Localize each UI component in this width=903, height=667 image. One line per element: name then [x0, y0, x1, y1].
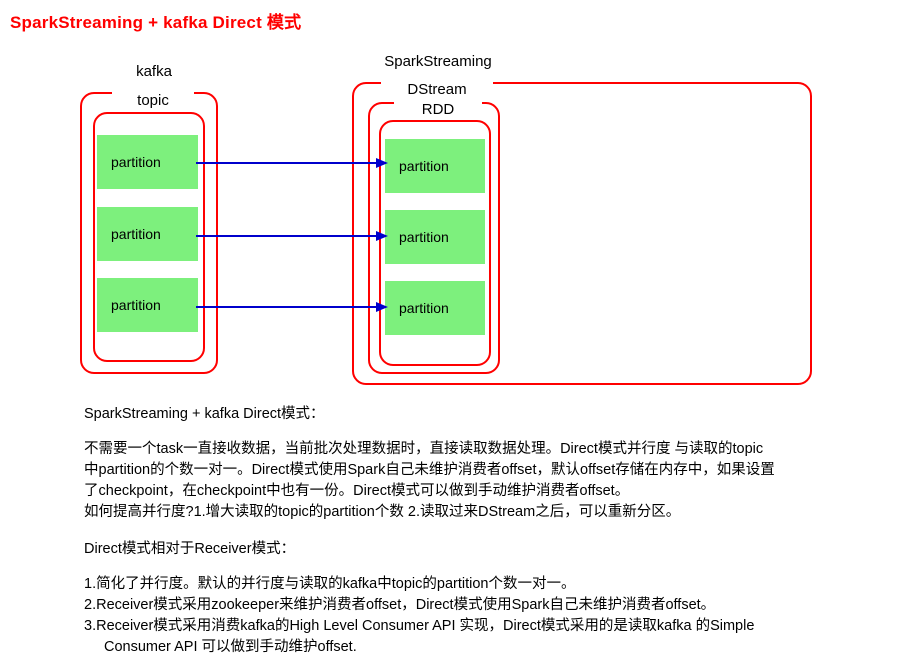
section-1-line-1: 不需要一个task一直接收数据，当前批次处理数据时，直接读取数据处理。Direc…	[84, 441, 764, 457]
page-title: SparkStreaming + kafka Direct 模式	[10, 13, 302, 32]
architecture-diagram: kafka topic partition partition partitio…	[0, 52, 903, 397]
topic-inner-box	[93, 112, 205, 362]
section-2-list: 1.简化了并行度。默认的并行度与读取的kafka中topic的partition…	[84, 574, 884, 658]
sparkstreaming-outer-box	[352, 82, 812, 385]
kafka-partition-2: partition	[97, 207, 198, 261]
kafka-group-label: kafka	[108, 63, 200, 80]
rdd-partition-3: partition	[385, 281, 485, 335]
rdd-partition-2: partition	[385, 210, 485, 264]
list-item-1: 1.简化了并行度。默认的并行度与读取的kafka中topic的partition…	[84, 576, 576, 592]
list-item-3-continuation: Consumer API 可以做到手动维护offset.	[104, 639, 357, 655]
explanation-text: SparkStreaming + kafka Direct模式： 不需要一个ta…	[84, 404, 884, 658]
list-item-2: 2.Receiver模式采用zookeeper来维护消费者offset，Dire…	[84, 597, 716, 613]
kafka-partition-3: partition	[97, 278, 198, 332]
sparkstreaming-group-label: SparkStreaming	[368, 53, 508, 70]
kafka-partition-1: partition	[97, 135, 198, 189]
section-1-line-4: 如何提高并行度?1.增大读取的topic的partition个数 2.读取过来D…	[84, 504, 681, 520]
section-1-paragraph: 不需要一个task一直接收数据，当前批次处理数据时，直接读取数据处理。Direc…	[84, 439, 884, 523]
section-1-line-3: 了checkpoint，在checkpoint中也有一份。Direct模式可以做…	[84, 483, 630, 499]
arrow-right-icon-2	[196, 231, 388, 241]
dstream-group-label: DStream	[381, 81, 493, 98]
arrow-right-icon-1	[196, 158, 388, 168]
rdd-group-label: RDD	[394, 101, 482, 118]
section-2-heading: Direct模式相对于Receiver模式：	[84, 541, 296, 557]
topic-group-label: topic	[112, 92, 194, 109]
section-1-heading: SparkStreaming + kafka Direct模式：	[84, 406, 325, 422]
list-item-3: 3.Receiver模式采用消费kafka的High Level Consume…	[84, 618, 755, 634]
arrow-right-icon-3	[196, 302, 388, 312]
rdd-box	[379, 120, 491, 366]
rdd-partition-1: partition	[385, 139, 485, 193]
section-1-line-2: 中partition的个数一对一。Direct模式使用Spark自己未维护消费者…	[84, 462, 775, 478]
